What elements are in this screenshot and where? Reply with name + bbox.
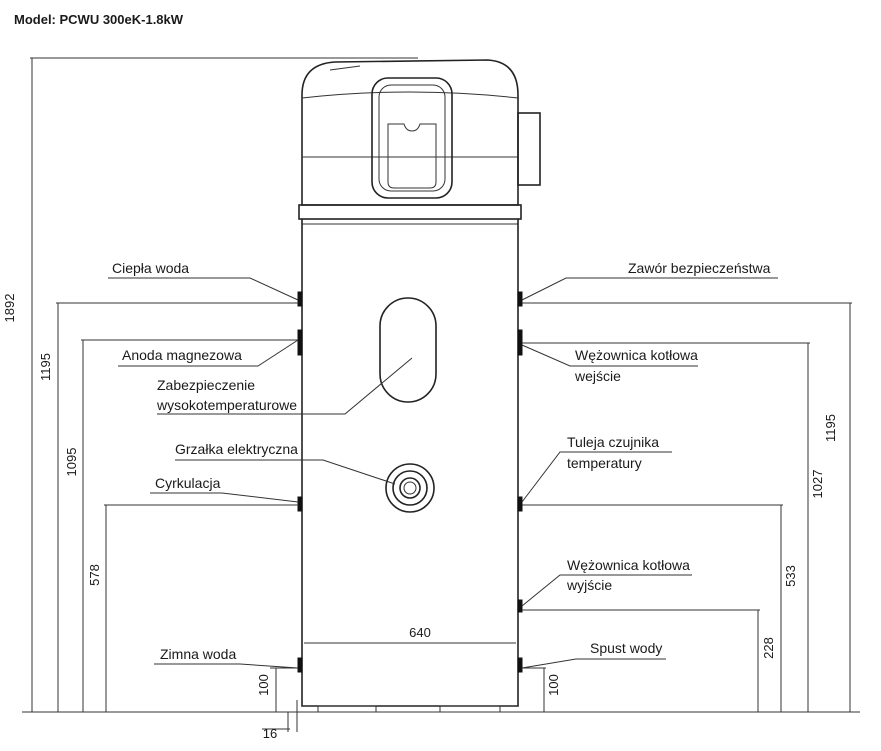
dim-safety-valve-height: 1195 [823,414,838,442]
label-sensor-2: temperatury [567,455,642,471]
dim-circulation-height: 578 [87,564,102,586]
model-title: Model: PCWU 300eK-1.8kW [14,12,184,27]
dim-sensor-height: 533 [783,565,798,587]
heat-pump-outline [298,59,541,713]
dim-anode-height: 1095 [64,448,79,477]
label-sensor-1: Tuleja czujnika [567,434,659,450]
dim-total-height: 1892 [2,294,17,323]
label-protection-2: wysokotemperaturowe [156,397,297,413]
dim-width: 640 [409,625,431,640]
left-dimensions [30,57,418,732]
label-coil-in-2: wejście [574,368,621,384]
label-circulation: Cyrkulacja [155,475,221,491]
label-cold-water: Zimna woda [160,646,236,662]
dim-offset: 16 [263,726,277,741]
label-protection-1: Zabezpieczenie [157,377,255,393]
right-dimensions [522,302,852,712]
label-safety-valve: Zawór bezpieczeństwa [628,260,771,276]
dim-coil-in-height: 1027 [810,470,825,499]
dim-drain-height: 100 [546,674,561,696]
connector-stubs [297,291,523,673]
dim-hot-water-height: 1195 [38,353,53,381]
label-hot-water: Ciepła woda [112,260,189,276]
label-anode: Anoda magnezowa [122,347,242,363]
dim-cold-water-height: 100 [256,674,271,696]
label-coil-out-1: Wężownica kotłowa [567,557,690,573]
dim-coil-out-height: 228 [761,637,776,659]
label-coil-out-2: wyjście [566,577,612,593]
label-drain: Spust wody [590,640,662,656]
label-coil-in-1: Wężownica kotłowa [575,347,698,363]
label-heater: Grzałka elektryczna [175,441,298,457]
